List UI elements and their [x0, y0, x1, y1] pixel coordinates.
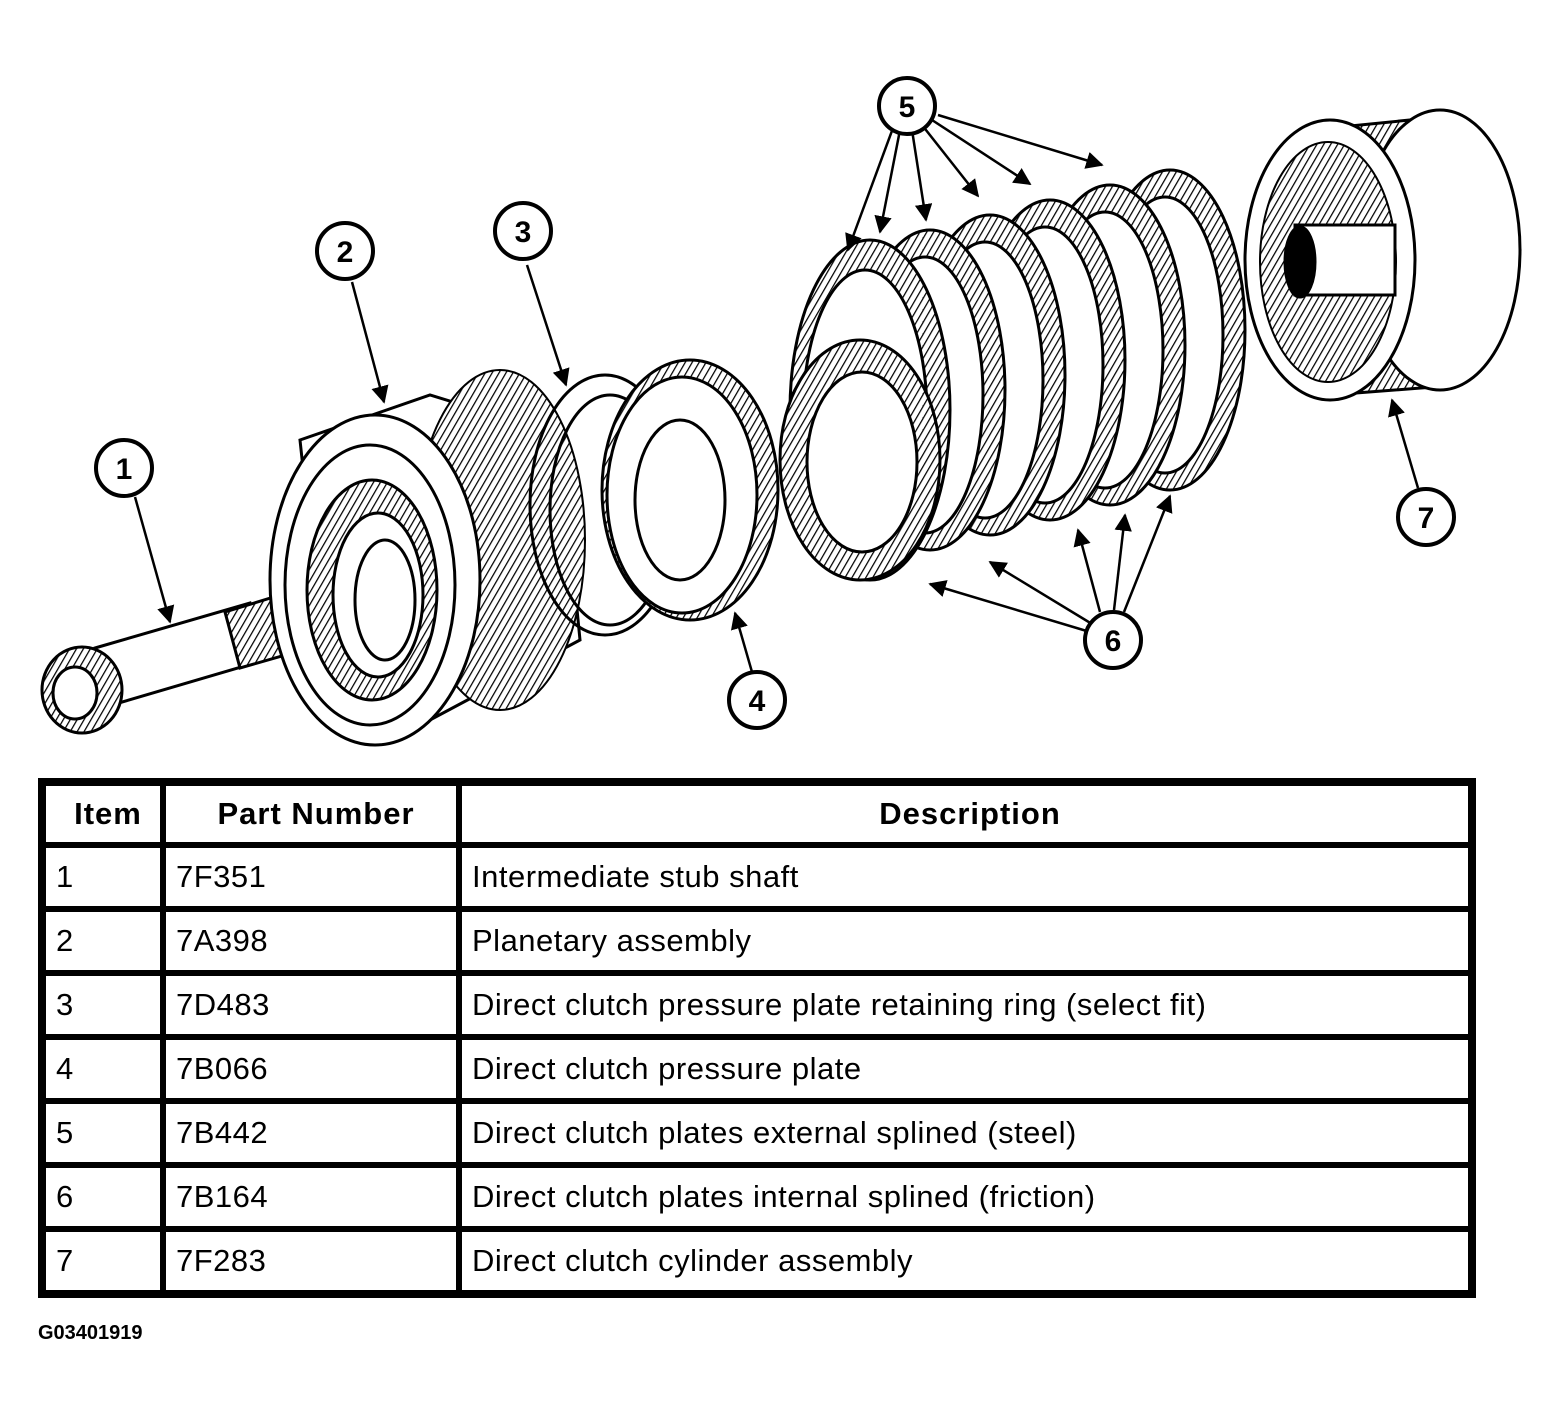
cell-description: Direct clutch pressure plate retaining r… [459, 973, 1471, 1037]
callout-3-label: 3 [515, 216, 532, 249]
callout-3: 3 [493, 201, 553, 261]
callout-6: 6 [1083, 610, 1143, 670]
pressure-plate-part [600, 358, 780, 622]
cell-item: 3 [43, 973, 163, 1037]
callout-6-label: 6 [1105, 625, 1122, 658]
callout-7-label: 7 [1418, 502, 1435, 535]
cell-item: 6 [43, 1165, 163, 1229]
leader-arrows [133, 113, 1420, 673]
table-row: 4 7B066 Direct clutch pressure plate [43, 1037, 1471, 1101]
cell-part-number: 7B066 [163, 1037, 459, 1101]
cell-part-number: 7D483 [163, 973, 459, 1037]
table-row: 6 7B164 Direct clutch plates internal sp… [43, 1165, 1471, 1229]
parts-table: Item Part Number Description 1 7F351 Int… [38, 778, 1476, 1298]
callout-4: 4 [727, 670, 787, 730]
callout-1: 1 [94, 438, 154, 498]
cell-description: Direct clutch pressure plate [459, 1037, 1471, 1101]
cell-description: Direct clutch plates external splined (s… [459, 1101, 1471, 1165]
cell-part-number: 7B442 [163, 1101, 459, 1165]
callout-5: 5 [877, 76, 937, 136]
cell-item: 2 [43, 909, 163, 973]
exploded-view-diagram: 1 2 3 4 5 6 7 [40, 76, 1522, 747]
callout-5-label: 5 [899, 91, 916, 124]
cell-item: 4 [43, 1037, 163, 1101]
cell-part-number: 7B164 [163, 1165, 459, 1229]
figure-id: G03401919 [38, 1322, 143, 1344]
table-row: 5 7B442 Direct clutch plates external sp… [43, 1101, 1471, 1165]
cell-description: Planetary assembly [459, 909, 1471, 973]
header-part-number: Part Number [163, 783, 459, 845]
cell-item: 5 [43, 1101, 163, 1165]
callout-2-label: 2 [337, 236, 354, 269]
header-description: Description [459, 783, 1471, 845]
header-item: Item [43, 783, 163, 845]
cell-description: Direct clutch plates internal splined (f… [459, 1165, 1471, 1229]
cell-item: 1 [43, 845, 163, 909]
callout-2: 2 [315, 221, 375, 281]
table-header-row: Item Part Number Description [43, 783, 1471, 845]
planetary-assembly-part [268, 369, 586, 747]
table-row: 1 7F351 Intermediate stub shaft [43, 845, 1471, 909]
cell-part-number: 7F351 [163, 845, 459, 909]
cell-part-number: 7F283 [163, 1229, 459, 1293]
callout-7: 7 [1396, 487, 1456, 547]
table-row: 7 7F283 Direct clutch cylinder assembly [43, 1229, 1471, 1293]
table-row: 3 7D483 Direct clutch pressure plate ret… [43, 973, 1471, 1037]
cell-description: Direct clutch cylinder assembly [459, 1229, 1471, 1293]
stub-shaft-part [40, 590, 305, 735]
cell-description: Intermediate stub shaft [459, 845, 1471, 909]
clutch-plate-stack [778, 168, 1247, 582]
cell-item: 7 [43, 1229, 163, 1293]
cell-part-number: 7A398 [163, 909, 459, 973]
callout-1-label: 1 [116, 453, 133, 486]
callout-4-label: 4 [749, 685, 766, 718]
table-row: 2 7A398 Planetary assembly [43, 909, 1471, 973]
clutch-cylinder-part [1243, 108, 1522, 402]
